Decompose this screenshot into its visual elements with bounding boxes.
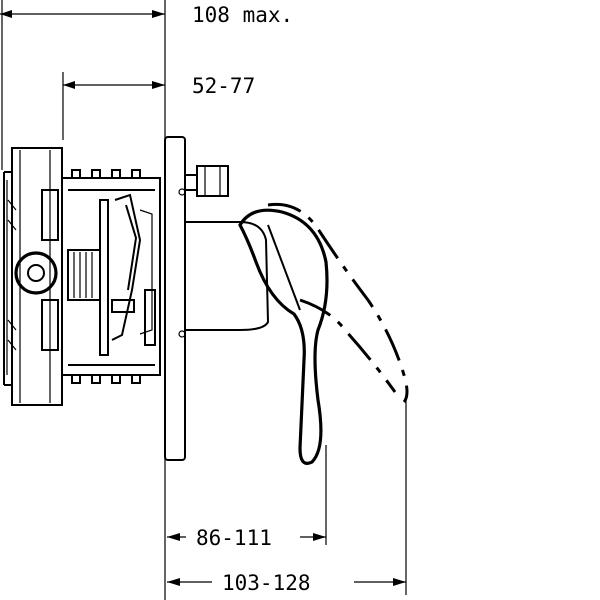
dimension-label-lever-open-projection: 103-128 xyxy=(222,571,311,595)
dimension-label-lever-projection: 86-111 xyxy=(196,526,272,550)
cover-plate xyxy=(164,136,186,461)
cartridge-housing xyxy=(62,169,161,384)
outlet-circle xyxy=(14,251,58,295)
dimension-lever-projection: 86-111 xyxy=(167,526,326,550)
dimension-label-wall-depth: 52-77 xyxy=(192,74,255,98)
dimension-label-overall-depth: 108 max. xyxy=(192,3,293,27)
lever-handle-open xyxy=(267,202,409,403)
valve-body xyxy=(3,147,63,406)
dimension-wall-depth: 52-77 xyxy=(62,72,255,140)
dimension-overall-depth: 108 max. xyxy=(0,3,293,27)
diverter-knob xyxy=(185,165,229,197)
lever-handle xyxy=(238,208,329,465)
dimension-lever-open-projection: 103-128 xyxy=(167,571,406,595)
escutcheon-sleeve xyxy=(185,221,270,331)
